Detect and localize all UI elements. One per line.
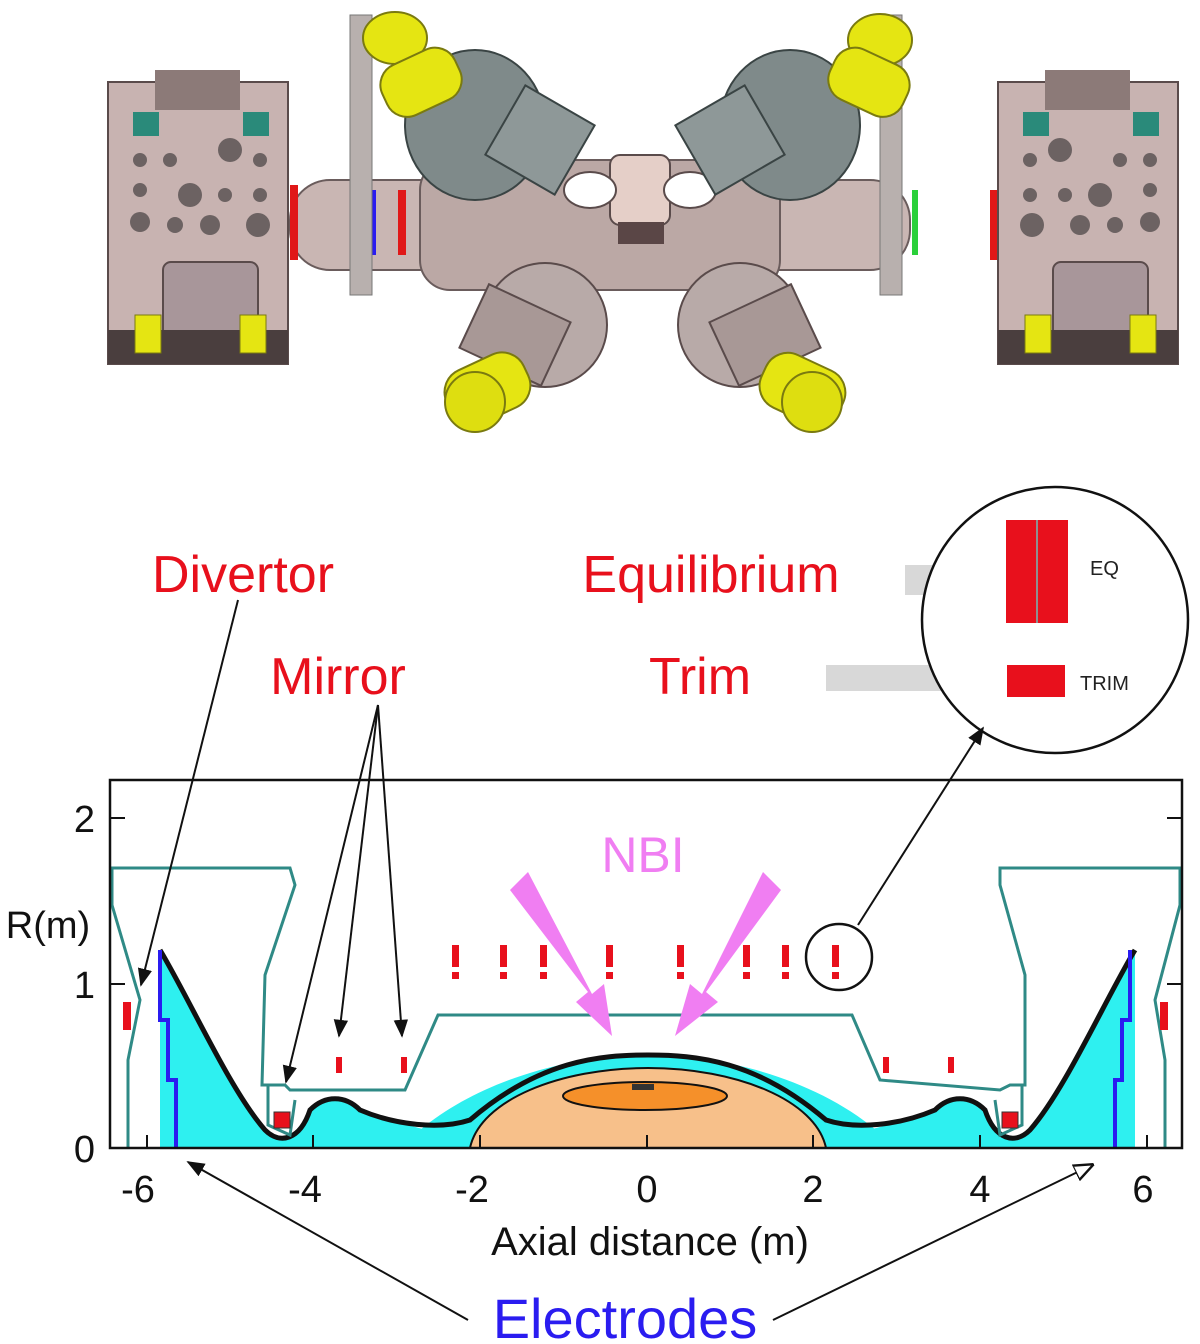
mirror-leader: [377, 704, 409, 1038]
nbi-label: NBI: [601, 827, 684, 883]
electrodes-leader-right: [772, 1165, 1092, 1321]
electrode-right: [1113, 950, 1132, 1148]
plasma-center: [632, 1084, 654, 1090]
trim-label: Trim: [649, 648, 751, 706]
tank-port: [1133, 112, 1159, 136]
coil-ring: [290, 185, 298, 260]
nbi-injector-upper-right: [673, 13, 913, 201]
y-axis-label: R(m): [6, 905, 90, 947]
nbi-beam-right: [675, 872, 781, 1036]
inset-leader: [857, 726, 984, 926]
inset-trim-label: TRIM: [1080, 673, 1129, 695]
vessel-inner-right: [993, 1085, 1024, 1138]
center-port: [609, 154, 671, 226]
divertor-label: Divertor: [152, 546, 334, 604]
tank-foot: [1024, 314, 1052, 354]
nbi-injector-lower-left: [443, 262, 608, 433]
divertor-coil: [1160, 1002, 1168, 1030]
y-tick-label: 0: [74, 1129, 95, 1171]
cross-section-plot: NBI 0 1 2 R(m) -6 -4 -2 0 2 4 6 Axial di…: [6, 778, 1184, 1264]
plasma-region-right: [825, 950, 1135, 1148]
inset-eq-coil: [1038, 520, 1068, 623]
support-frame: [349, 14, 373, 296]
x-tick-label: -4: [288, 1169, 322, 1211]
tank-ports-right: [1020, 138, 1160, 237]
tank-foot: [239, 314, 267, 354]
nbi-injector-upper-left: [362, 11, 597, 201]
mirror-coil: [948, 1057, 954, 1073]
mirror-coil: [273, 1111, 291, 1129]
equilibrium-label: Equilibrium: [582, 546, 839, 604]
mirror-coil: [336, 1057, 342, 1073]
mirror-coil: [883, 1057, 889, 1073]
divertor-coil: [123, 1002, 131, 1030]
x-tick-label: -2: [455, 1169, 489, 1211]
tank-port: [133, 112, 159, 136]
x-tick-label: 0: [636, 1169, 657, 1211]
tank-port: [1023, 112, 1049, 136]
equilibrium-coils: [452, 945, 839, 979]
tank-port: [243, 112, 269, 136]
tank-foot: [1129, 314, 1157, 354]
hot-plasma: [562, 1081, 728, 1111]
zoom-circle: [804, 922, 874, 992]
nbi-injector-lower-right: [677, 262, 847, 433]
vessel-wall: [110, 866, 1182, 1148]
x-tick-label: 4: [969, 1169, 990, 1211]
electrodes-leader-left: [186, 1161, 469, 1321]
plasma-region-left: [160, 950, 470, 1148]
vessel-inner-left: [266, 1085, 297, 1138]
inset-eq-coil: [1006, 520, 1036, 623]
mirror-coil: [401, 1057, 407, 1073]
machine-rendering: [107, 11, 1179, 433]
tank-ports-left: [130, 138, 270, 237]
side-port-left: [563, 171, 617, 209]
tank-foot: [134, 314, 162, 354]
center-flange: [618, 222, 664, 244]
end-tank-right-top: [1045, 70, 1130, 110]
coil-ring: [370, 190, 376, 255]
electrodes-label: Electrodes: [493, 1287, 758, 1344]
x-tick-label: 6: [1132, 1169, 1153, 1211]
electrode-left: [158, 950, 178, 1148]
leader-arrows: [137, 599, 1092, 1321]
x-axis-label: Axial distance (m): [491, 1220, 809, 1264]
inset-trim-coil: [1007, 665, 1065, 697]
inset-eq-label: EQ: [1090, 558, 1119, 580]
coil-inset: EQ TRIM: [920, 485, 1190, 755]
mirror-leader: [333, 704, 379, 1038]
coil-ring: [398, 190, 406, 255]
coil-ring: [990, 190, 998, 260]
x-tick-label: 2: [802, 1169, 823, 1211]
x-tick-label: -6: [121, 1169, 155, 1211]
mirror-coil: [1001, 1111, 1019, 1129]
mirror-leader: [282, 704, 379, 1084]
end-tank-left-top: [155, 70, 240, 110]
divertor-leader: [137, 599, 239, 987]
nbi-beam-left: [510, 872, 612, 1036]
y-tick-label: 2: [74, 799, 95, 841]
mirror-label: Mirror: [270, 648, 406, 706]
coil-ring: [912, 190, 918, 255]
y-tick-label: 1: [74, 965, 95, 1007]
